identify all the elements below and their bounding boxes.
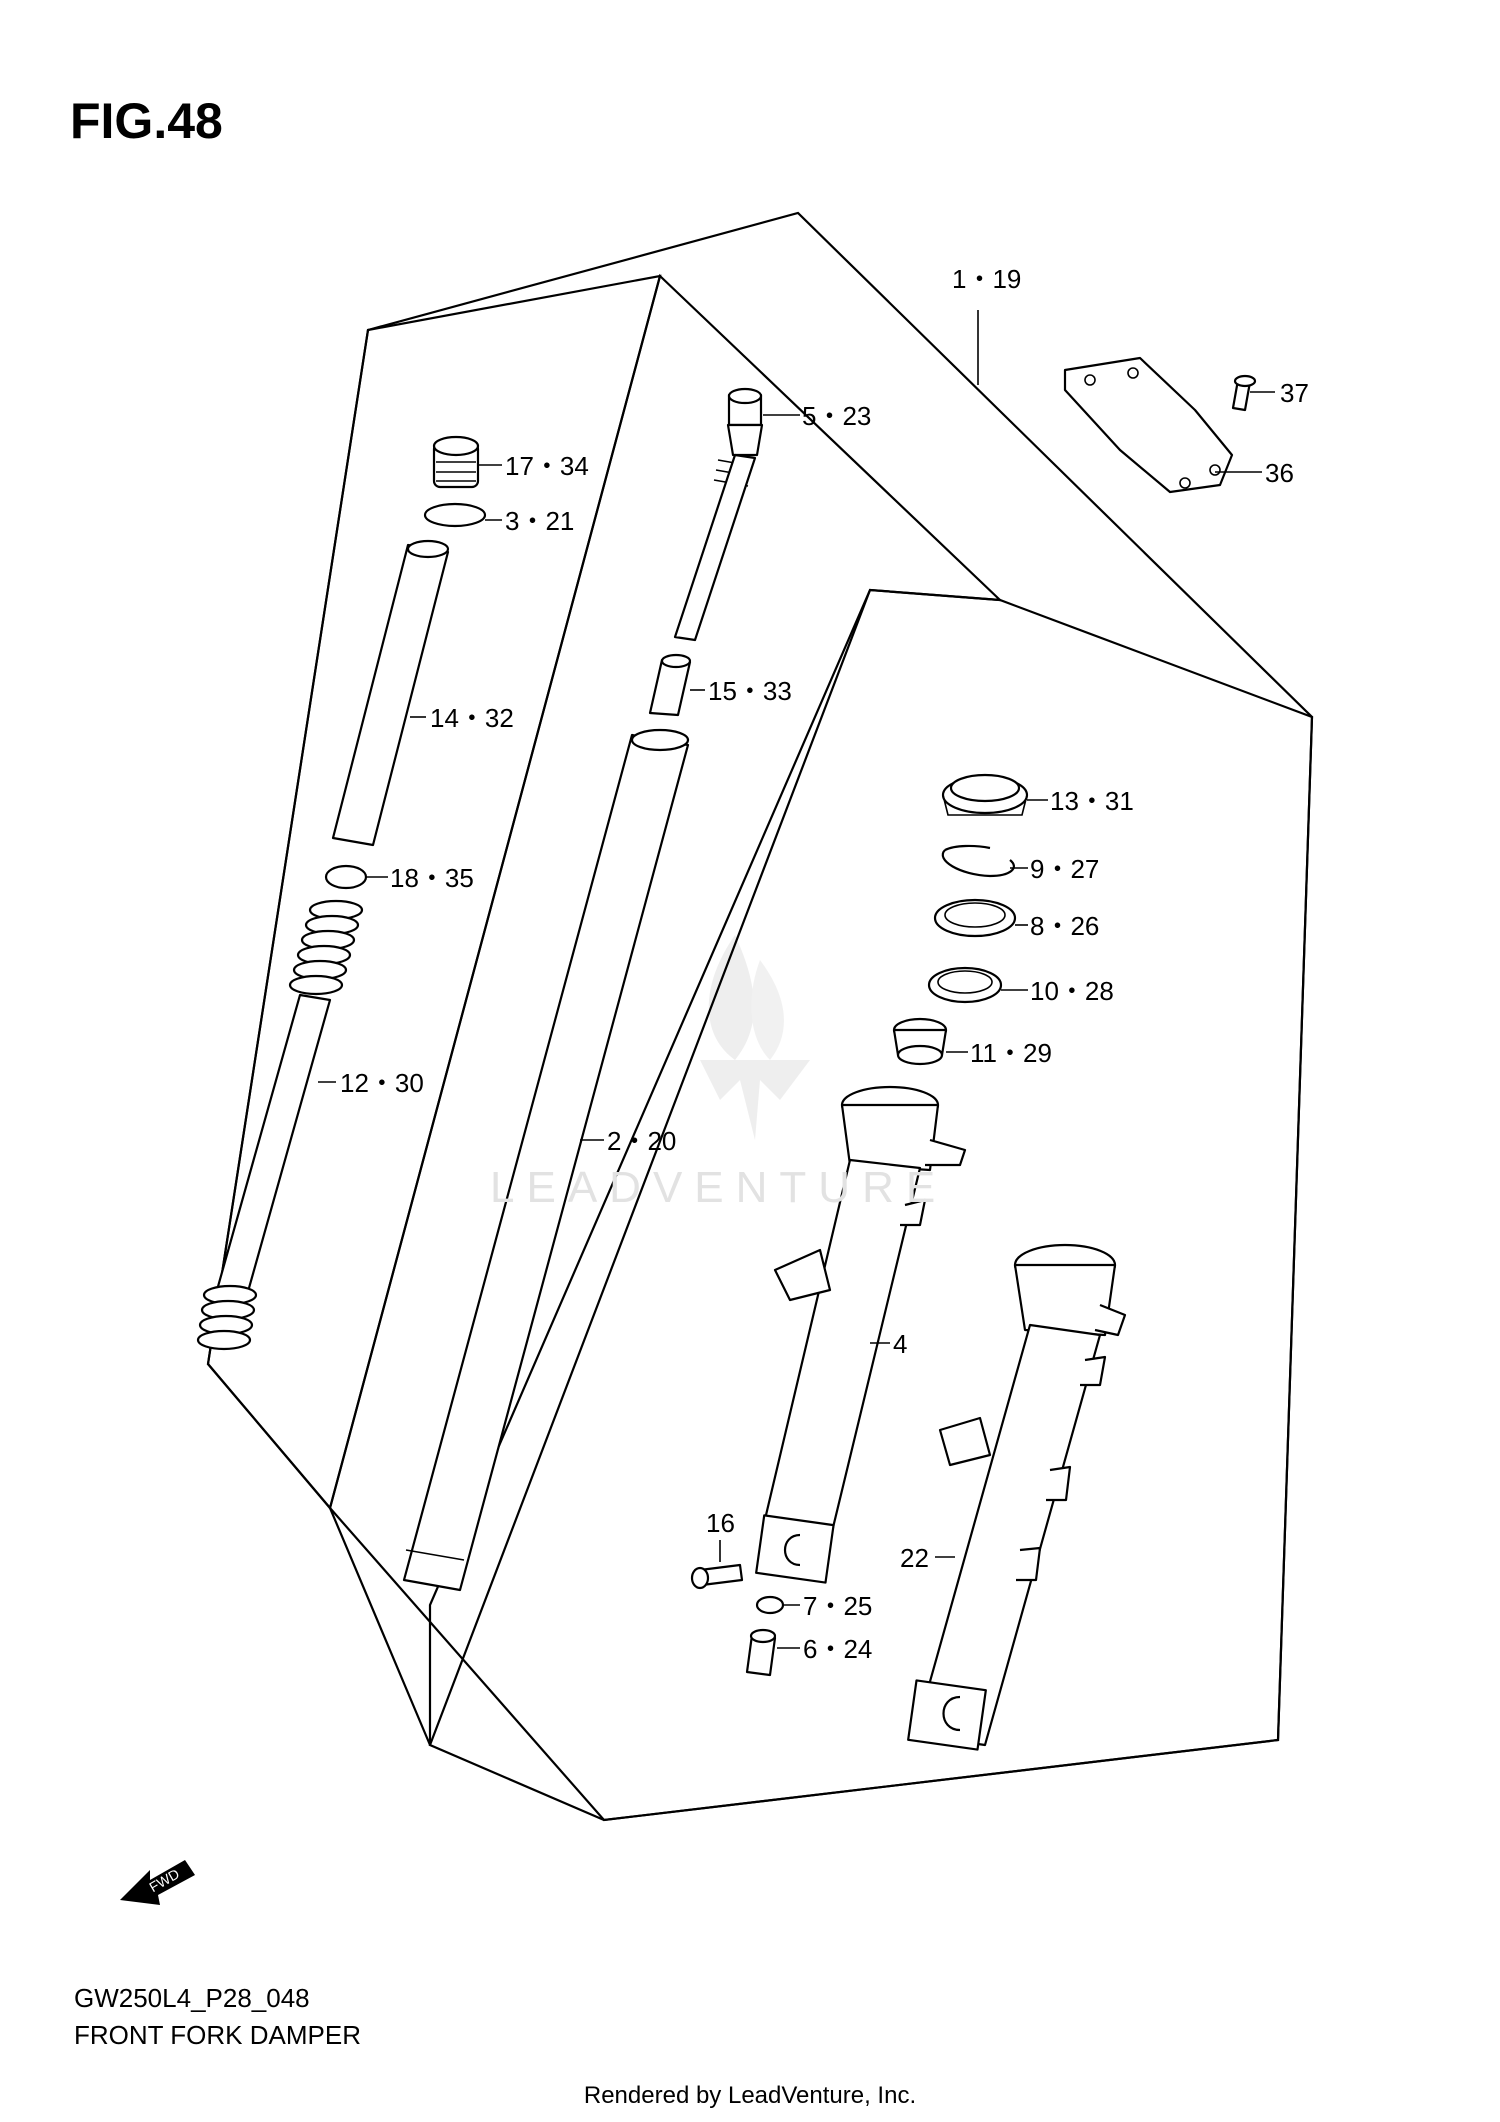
callout-17-34: 17・34 [505, 451, 589, 481]
seal-washer [933, 898, 1017, 938]
callout-14-32: 14・32 [430, 703, 514, 733]
callout-9-27: 9・27 [1030, 854, 1099, 884]
figure-title: FIG.48 [70, 93, 223, 149]
callout-5-23: 5・23 [802, 401, 871, 431]
callout-labels: 1・19 37 36 5・23 17・34 3・21 15・33 14・32 1… [340, 264, 1309, 1664]
callout-2-20: 2・20 [607, 1126, 676, 1156]
callout-11-29: 11・29 [970, 1038, 1052, 1068]
callout-15-33: 15・33 [708, 676, 792, 706]
gasket [755, 1595, 785, 1615]
inner-group-lower [428, 588, 1314, 1822]
callout-10-28: 10・28 [1030, 976, 1114, 1006]
inner-tube [402, 728, 690, 1592]
callout-37: 37 [1280, 378, 1309, 408]
callout-22: 22 [900, 1543, 929, 1573]
callout-16: 16 [706, 1508, 735, 1538]
fork-cap-bolt [432, 435, 480, 489]
callout-6-24: 6・24 [803, 1634, 872, 1664]
callout-7-25: 7・25 [803, 1591, 872, 1621]
callout-8-26: 8・26 [1030, 911, 1099, 941]
guide-metal [927, 966, 1003, 1004]
axle-bolt [690, 1563, 744, 1590]
spring-seat-washer [324, 864, 368, 890]
render-credit: Rendered by LeadVenture, Inc. [583, 2082, 917, 2109]
outer-tube-right [907, 1243, 1127, 1751]
fwd-arrow: FWD [120, 1860, 195, 1905]
figure-model-code: GW250L4_P28_048 [74, 1983, 310, 2013]
oil-seal [941, 773, 1029, 816]
figure-name: FRONT FORK DAMPER [74, 2020, 361, 2050]
fork-spring [196, 899, 364, 1351]
stopper-ring [941, 844, 1015, 878]
watermark-logo [700, 935, 810, 1140]
slide-metal [892, 1017, 948, 1066]
callout-13-31: 13・31 [1050, 786, 1134, 816]
damper-bolt [745, 1628, 777, 1677]
top-bracket [1063, 356, 1234, 494]
bracket-screw [1231, 374, 1257, 412]
callout-3-21: 3・21 [505, 506, 574, 536]
callout-4: 4 [893, 1329, 907, 1359]
callout-1-19: 1・19 [952, 264, 1021, 294]
watermark-text: LEADVENTURE [490, 1163, 948, 1212]
damper-rod [673, 387, 764, 642]
spacer-tube [331, 539, 450, 847]
rod-bushing [648, 653, 692, 717]
callout-18-35: 18・35 [390, 863, 474, 893]
o-ring [423, 502, 487, 528]
callout-12-30: 12・30 [340, 1068, 424, 1098]
callout-36: 36 [1265, 458, 1294, 488]
outer-tube-left [755, 1085, 967, 1584]
leader-lines [318, 310, 1275, 1649]
